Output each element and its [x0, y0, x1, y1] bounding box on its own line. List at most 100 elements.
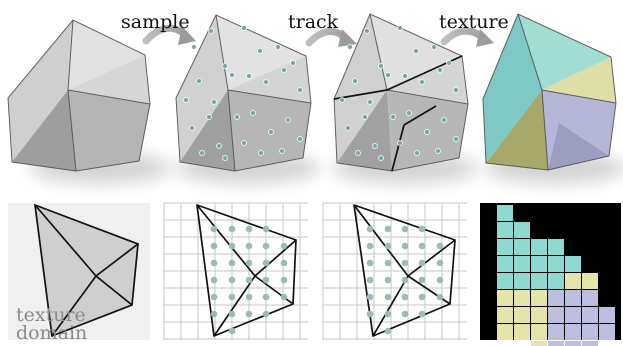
tracked-solid-point — [364, 28, 370, 34]
tracked-solid-point — [378, 155, 384, 161]
tracked-solid-point — [385, 72, 391, 78]
tracked-sample-point — [384, 310, 392, 318]
tracked-solid-point — [347, 44, 353, 50]
tracked-sample-point — [436, 293, 444, 301]
sampled-solid-edges — [175, 14, 312, 172]
tracked-solid-point — [437, 67, 443, 73]
tracked-solid-point — [402, 73, 408, 79]
tracked-solid-point — [424, 129, 430, 135]
texture-cell — [599, 307, 615, 323]
texture-cell — [548, 273, 564, 289]
sample-point — [245, 310, 253, 318]
tracked-sample-point — [401, 225, 409, 233]
texture-cell — [582, 290, 598, 306]
sampled-solid-right-face — [228, 56, 311, 103]
track-arrow-head-icon — [338, 29, 357, 47]
sample-point — [280, 276, 288, 284]
sampled-solid-point — [279, 148, 285, 154]
sample-point — [262, 242, 270, 250]
texture-cell — [582, 307, 598, 323]
sample-point — [245, 276, 253, 284]
sample-point — [228, 310, 236, 318]
sampled-solid-left-face — [176, 15, 228, 162]
tracked-sample-point — [418, 259, 426, 267]
tracked-solid-edges — [333, 13, 469, 172]
sample-arrow-head-icon — [178, 26, 196, 45]
tracked-sample-point — [366, 225, 374, 233]
top-row-solids — [7, 13, 623, 184]
sample-point — [262, 276, 270, 284]
tracked-solid-point — [446, 60, 452, 66]
texture-cell — [514, 222, 530, 238]
track-label: track — [288, 11, 339, 33]
texture-cell — [531, 341, 547, 346]
textured-solid-lower-dark-face — [548, 123, 609, 170]
sample-point — [210, 276, 218, 284]
texture-domain-label-line-1: texture — [16, 304, 86, 326]
step-arrows — [142, 24, 494, 47]
sampled-solid-point — [246, 73, 252, 79]
sample-point — [210, 225, 218, 233]
tracked-sample-point — [401, 259, 409, 267]
sampled-solid-point — [281, 67, 287, 73]
sample-point — [245, 259, 253, 267]
sampled-solid-point — [191, 44, 197, 50]
sample-point — [262, 293, 270, 301]
texture-label: texture — [439, 11, 509, 33]
tracked-grid-edge-3 — [407, 275, 451, 305]
tracked-solid-point — [414, 150, 420, 156]
texture-cell — [565, 290, 581, 306]
tracked-path-2 — [391, 124, 405, 172]
sampled-grid-points — [210, 225, 288, 335]
tracked-solid-point — [367, 99, 373, 105]
tracked-sample-point — [418, 225, 426, 233]
sampled-solid-point — [189, 125, 195, 131]
texture-cell — [582, 273, 598, 289]
textured-solid-inner-edge — [541, 89, 549, 171]
texture-cell — [514, 239, 530, 255]
sample-point — [228, 259, 236, 267]
texture-domain-internal-edge-2 — [95, 243, 139, 277]
texture-domain-panel: texture domain — [8, 203, 150, 344]
tracked-sample-point — [436, 259, 444, 267]
texture-cell — [531, 290, 547, 306]
sampled-solid-point — [250, 110, 256, 116]
sampled-solid-point — [263, 79, 269, 85]
tracked-solid-point — [339, 97, 345, 103]
tracked-solid-right-face — [387, 56, 468, 104]
original-solid-bottom-right-face — [68, 90, 150, 171]
sampled-solid — [175, 14, 320, 184]
bottom-row-panels: texture domain — [8, 202, 621, 346]
texture-grid-cells — [497, 205, 615, 346]
texture-domain-label-line-2: domain — [16, 322, 87, 344]
texture-cell — [497, 273, 513, 289]
sample-point — [262, 225, 270, 233]
sampled-solid-point — [297, 87, 303, 93]
tracked-solid-point — [453, 87, 459, 93]
tracked-sample-point — [418, 276, 426, 284]
tracked-sample-point — [366, 293, 374, 301]
texture-cell — [548, 341, 564, 346]
sampled-solid-point — [257, 48, 263, 54]
tracked-grid-points — [366, 225, 444, 335]
textured-solid — [482, 13, 623, 184]
sampled-solid-point — [241, 140, 247, 146]
tracked-solid-point — [431, 44, 437, 50]
texture-cell — [531, 239, 547, 255]
texture-cell — [548, 307, 564, 323]
sample-point — [245, 242, 253, 250]
texture-cell — [565, 307, 581, 323]
tracked-solid-point — [355, 150, 361, 156]
tracked-sample-point — [384, 259, 392, 267]
tracked-solid-bottom-left-face — [337, 90, 392, 171]
textured-solid-bottom-left-face — [486, 90, 548, 170]
texture-cell — [514, 256, 530, 272]
tracked-solid-point — [435, 148, 441, 154]
tracked-sample-point — [366, 259, 374, 267]
sample-point — [262, 259, 270, 267]
sample-point — [262, 310, 270, 318]
tracked-solid-sample-points — [339, 25, 459, 161]
tracked-solid-point — [345, 125, 351, 131]
